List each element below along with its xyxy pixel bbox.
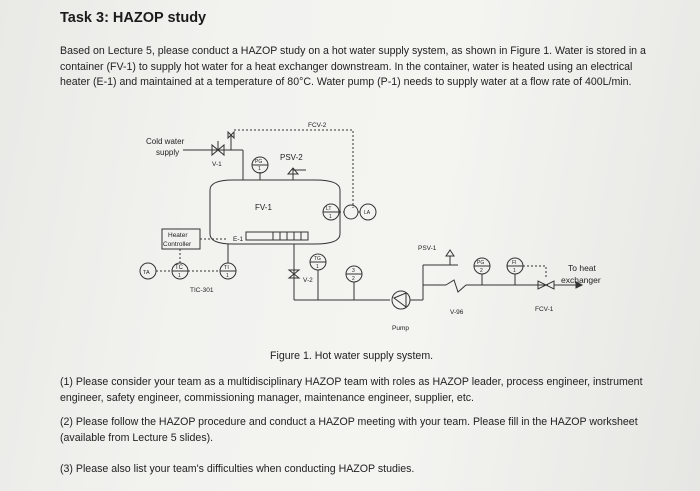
fi-label: FI [512,260,516,266]
to-heat-label: To heat [568,263,597,273]
pg-tag-num: 1 [258,166,261,172]
fcv1-label: FCV-1 [535,306,554,313]
lt-tag-num: 1 [329,214,332,220]
tic-label: TIC-301 [190,287,214,294]
exchanger-label: exchanger [561,275,601,285]
hazop-figure: Cold water supply V-1 PG 1 PSV-2 FCV-2 F… [128,110,608,342]
v1-label: V-1 [212,161,222,168]
tc-tag-num: 1 [178,273,181,279]
la-alarm-icon [359,203,377,221]
pg-tag: PG [255,159,262,165]
psv2-label: PSV-2 [280,153,303,162]
intro-paragraph: Based on Lecture 5, please conduct a HAZ… [60,45,646,88]
figure-caption: Figure 1. Hot water supply system. [270,350,434,362]
psv2-valve-icon [286,167,300,175]
v96-label: V-96 [450,309,464,316]
pump-label: Pump [392,325,409,332]
heater-label: Heater [168,232,188,239]
instrument-3-tag: 3 [352,268,355,274]
cold-water-label: Cold water [146,137,185,146]
ti-tag-num: 1 [226,273,229,279]
task-title: Task 3: HAZOP study [60,10,207,26]
question-3: (3) Please also list your team's difficu… [60,463,415,475]
v2-label: V-2 [303,277,313,284]
ta-label: TA [143,270,150,276]
psv1-valve-icon [445,249,455,257]
tg-label: TG [314,256,321,262]
cold-water-supply-label: supply [156,148,179,157]
fv1-label: FV-1 [255,203,272,212]
fcv2-valve-icon [227,130,235,140]
heater-controller-label: Controller [163,241,192,248]
la-alarm-ring [343,204,359,220]
fcv1-signal-line [523,265,547,278]
fcv2-label: FCV-2 [308,122,327,129]
question-2: (2) Please follow the HAZOP procedure an… [60,416,638,444]
heater-element [245,231,309,241]
tc-label: TC [175,265,184,271]
question-1: (1) Please consider your team as a multi… [60,376,643,404]
vessel-fv1 [209,179,341,245]
lt-label: LT [326,206,331,212]
fi-tag-num: 1 [513,268,516,274]
process-diagram: Cold water supply V-1 PG 1 PSV-2 FCV-2 F… [139,122,601,332]
ti-label: TI [224,265,229,271]
e1-label: E-1 [233,236,244,243]
pg2-tag-num: 2 [480,268,483,274]
valve-v1-icon [211,143,225,157]
tg-tag-num: 1 [316,264,319,270]
la-label: LA [364,210,371,216]
fcv1-valve-icon [537,280,555,290]
valve-v2-icon [287,269,301,279]
valve-v96-icon [445,279,467,293]
pg2-label: PG [477,260,484,266]
pump-p1-icon [391,290,411,310]
instrument-3-tag-num: 2 [352,276,355,282]
flow-arrow-icon [575,281,584,289]
psv1-label: PSV-1 [418,245,437,252]
